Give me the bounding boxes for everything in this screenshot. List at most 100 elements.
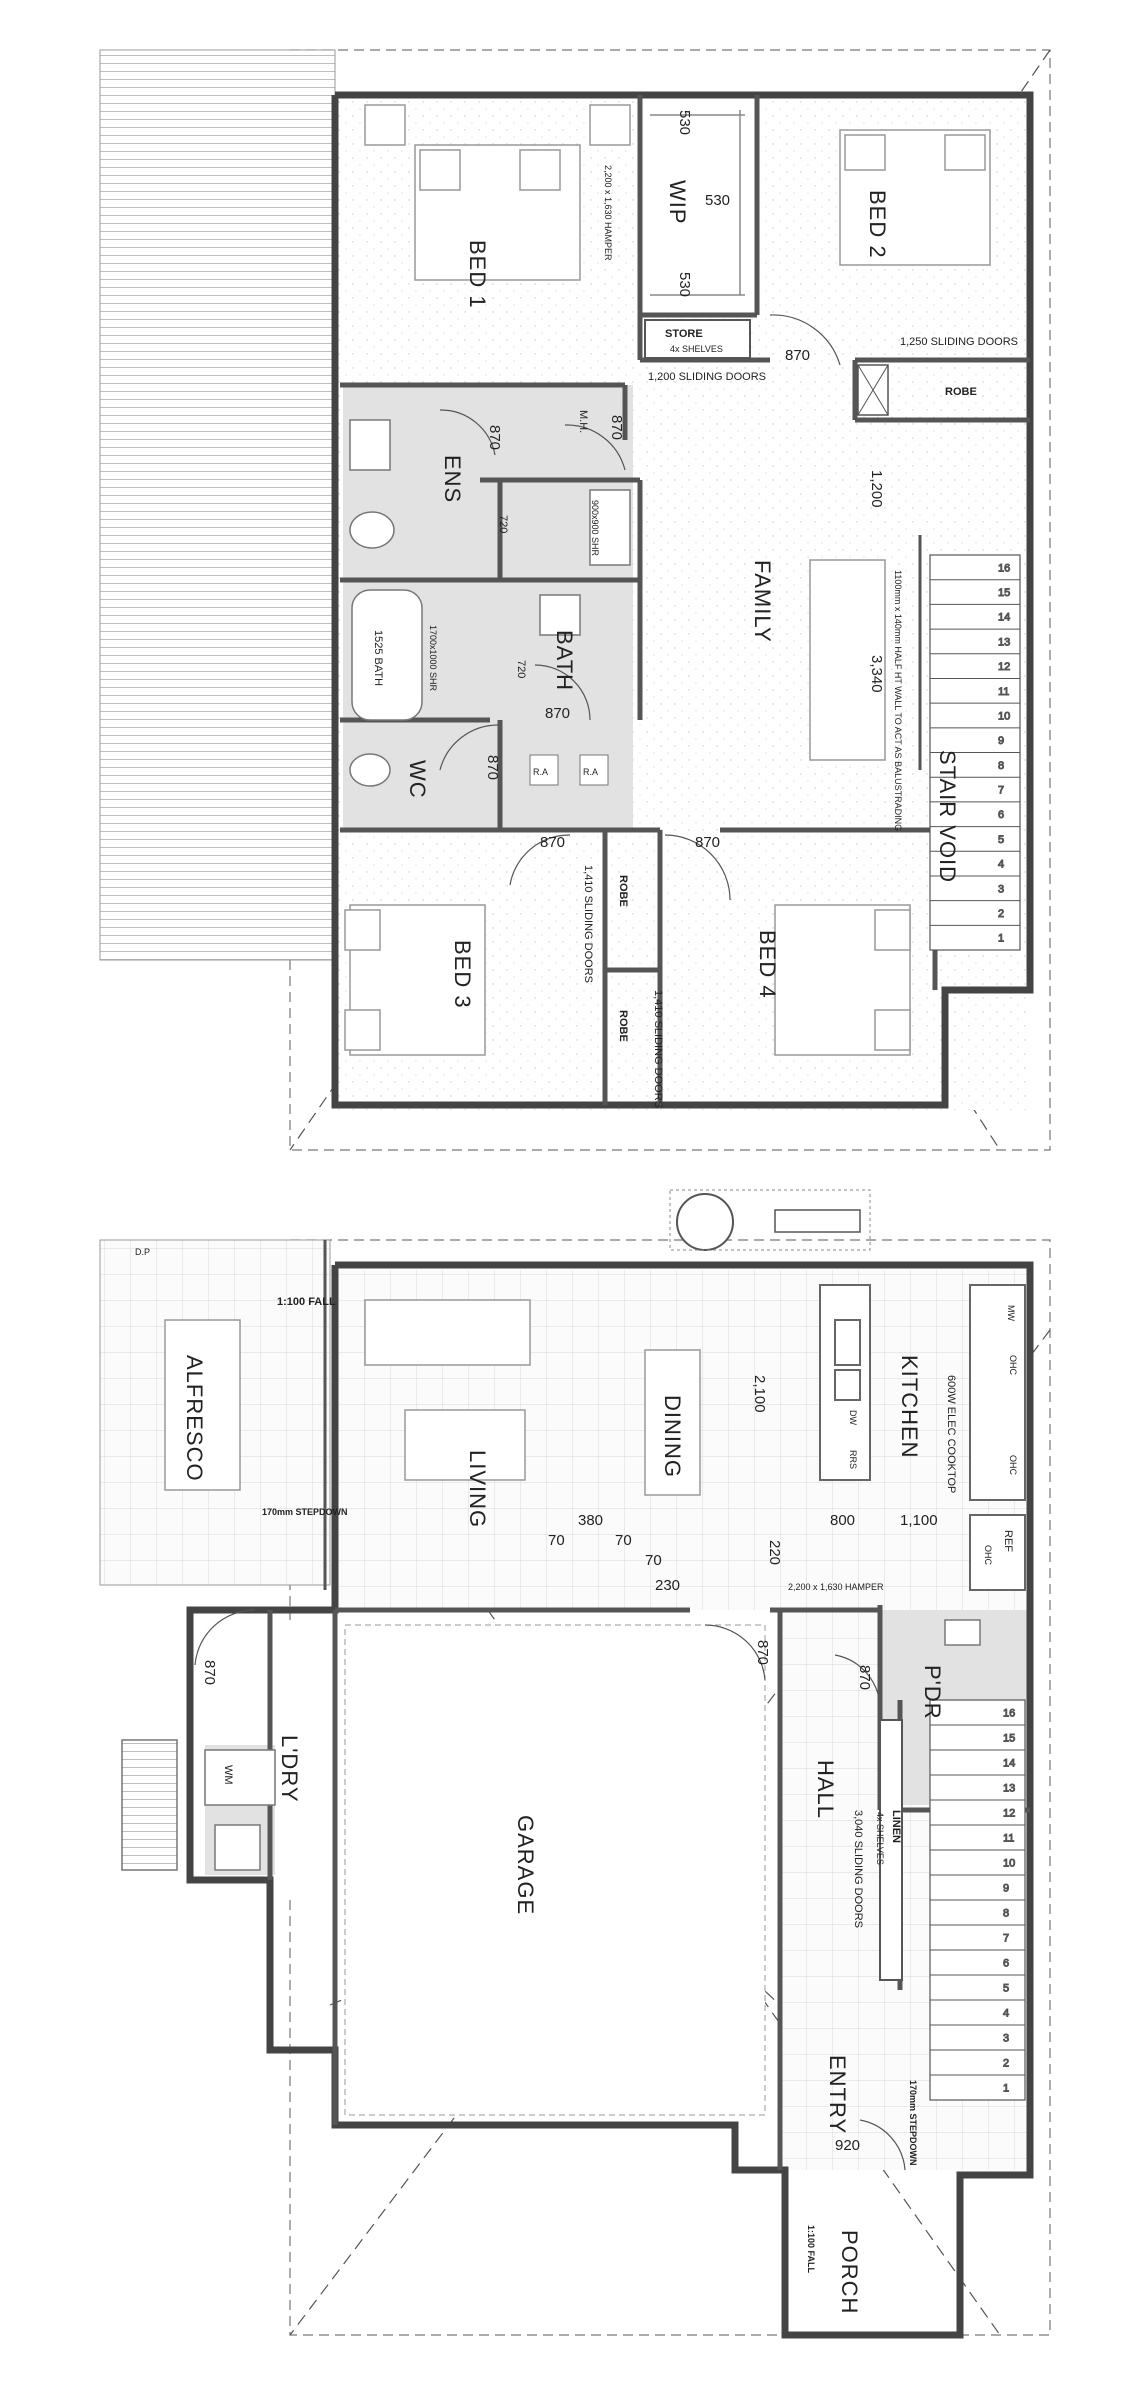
linen-label: LINEN — [890, 1810, 902, 1843]
shr-ens-note: 900x900 SHR — [590, 500, 600, 557]
stair-number: 7 — [998, 785, 1004, 797]
ohc-label-2: OHC — [1008, 1455, 1018, 1476]
porch-label: PORCH — [837, 2230, 862, 2314]
dim-mh-door: 870 — [608, 415, 625, 440]
stair-number: 2 — [1003, 2058, 1009, 2070]
stair-number: 9 — [998, 735, 1004, 747]
hamper-note-ground: 2,200 x 1,630 HAMPER — [788, 1582, 884, 1592]
stair-void-label: STAIR VOID — [935, 750, 960, 883]
dim-800: 800 — [830, 1512, 855, 1529]
dim-bed3-door: 870 — [540, 834, 565, 851]
dim-family-1200: 1,200 — [868, 470, 885, 508]
stair-number: 3 — [998, 883, 1004, 895]
stepdown-entry-note: 170mm STEPDOWN — [908, 2080, 918, 2166]
robe-bed4-label: ROBE — [617, 1010, 629, 1042]
stair-number: 4 — [1003, 2008, 1009, 2020]
stair-number: 16 — [998, 562, 1010, 574]
dim-wip-mid: 530 — [705, 192, 730, 209]
stair-number: 4 — [998, 859, 1004, 871]
dim-bath-door: 870 — [545, 705, 570, 722]
upper-outer-wall — [331, 91, 1034, 1109]
bath-label: BATH — [552, 630, 577, 691]
ohc-label-3: OHC — [983, 1545, 993, 1566]
cooktop-note: 600W ELEC COOKTOP — [945, 1375, 957, 1493]
fall-porch-note: 1:100 FALL — [806, 2225, 816, 2274]
sliding-wip-note: 1,200 SLIDING DOORS — [648, 371, 766, 383]
dw-label: DW — [848, 1410, 858, 1425]
dim-1100: 1,100 — [900, 1512, 938, 1529]
dim-wc-door: 870 — [484, 755, 501, 780]
stair-number: 11 — [1003, 1833, 1014, 1845]
dim-ldry-door: 870 — [201, 1660, 218, 1685]
living-label: LIVING — [465, 1450, 490, 1528]
stair-number: 14 — [1003, 1758, 1015, 1770]
alfresco-label: ALFRESCO — [182, 1355, 207, 1482]
shr-bath-note: 1700x1000 SHR — [428, 625, 438, 692]
sliding-bed2-note: 1,250 SLIDING DOORS — [900, 336, 1018, 348]
sliding-bed4-note: 1,410 SLIDING DOORS — [652, 990, 664, 1108]
family-label: FAMILY — [750, 560, 775, 643]
fall-alfresco-note: 1:100 FALL — [277, 1296, 336, 1308]
ref-label: REF — [1002, 1530, 1014, 1552]
hall-label: HALL — [813, 1760, 838, 1819]
stair-number: 11 — [998, 686, 1009, 698]
dim-70b: 70 — [615, 1532, 632, 1549]
stair-number: 16 — [1003, 1708, 1015, 1720]
half-wall-note: 1100mm x 140mm HALF HT WALL TO ACT AS BA… — [893, 570, 903, 831]
dim-wip-low: 530 — [676, 272, 693, 297]
stair-number: 1 — [1003, 2083, 1009, 2095]
bed-4-label: BED 4 — [755, 930, 780, 999]
stair-number: 15 — [998, 587, 1010, 599]
stair-number: 1 — [998, 933, 1004, 945]
bed-1-furniture — [364, 104, 631, 281]
stair-number: 14 — [998, 612, 1010, 624]
ens-label: ENS — [440, 455, 465, 503]
stair-number: 10 — [998, 710, 1010, 722]
stair-number: 5 — [998, 834, 1004, 846]
dim-70a: 70 — [548, 1532, 565, 1549]
dim-ens-720: 720 — [497, 515, 509, 533]
bath-note: 1525 BATH — [372, 630, 384, 686]
sliding-bed3-note: 1,410 SLIDING DOORS — [582, 865, 594, 983]
mh-label: M.H. — [577, 410, 589, 433]
ground-roof-outline — [289, 1239, 1051, 2336]
stair-number: 6 — [998, 809, 1004, 821]
stair-number: 15 — [1003, 1733, 1015, 1745]
stair-number: 3 — [1003, 2033, 1009, 2045]
dim-entry-door: 920 — [835, 2137, 860, 2154]
dining-label: DINING — [660, 1395, 685, 1478]
stair-number: 5 — [1003, 1983, 1009, 1995]
store-label: STORE — [665, 328, 703, 340]
stair-number: 8 — [998, 760, 1004, 772]
upper-roof-outline — [289, 49, 1051, 1151]
bed-2-label: BED 2 — [865, 190, 890, 259]
bed-3-label: BED 3 — [450, 940, 475, 1009]
rrs-label: RRS — [848, 1450, 858, 1469]
stair-number: 13 — [1003, 1783, 1015, 1795]
dim-wip-top: 530 — [676, 110, 693, 135]
linen-note: 4x SHELVES — [875, 1812, 885, 1865]
sliding-linen-note: 3,040 SLIDING DOORS — [852, 1810, 864, 1928]
wm-label: WM — [222, 1765, 234, 1785]
dim-bath-720: 720 — [515, 660, 527, 678]
garage-label: GARAGE — [513, 1815, 538, 1915]
wc-label: WC — [405, 760, 430, 799]
stair-number: 12 — [998, 661, 1010, 673]
stepdown-alfresco-note: 170mm STEPDOWN — [262, 1507, 348, 1517]
bed-1-label: BED 1 — [465, 240, 490, 309]
store-note: 4x SHELVES — [670, 344, 723, 354]
stair-number: 13 — [998, 636, 1010, 648]
dim-dining-2100: 2,100 — [751, 1375, 768, 1413]
upper-roof-sheeting — [99, 49, 336, 961]
dp-label: D.P — [135, 1247, 150, 1257]
robe-bed3-label: ROBE — [617, 875, 629, 907]
dim-70c: 70 — [645, 1552, 662, 1569]
robe-bed2-label: ROBE — [945, 386, 977, 398]
ground-outer-wall — [186, 1261, 1034, 2339]
dim-ens-door: 870 — [486, 425, 503, 450]
dim-220: 220 — [766, 1540, 783, 1565]
hamper-note-upper: 2,200 x 1,630 HAMPER — [603, 165, 613, 261]
